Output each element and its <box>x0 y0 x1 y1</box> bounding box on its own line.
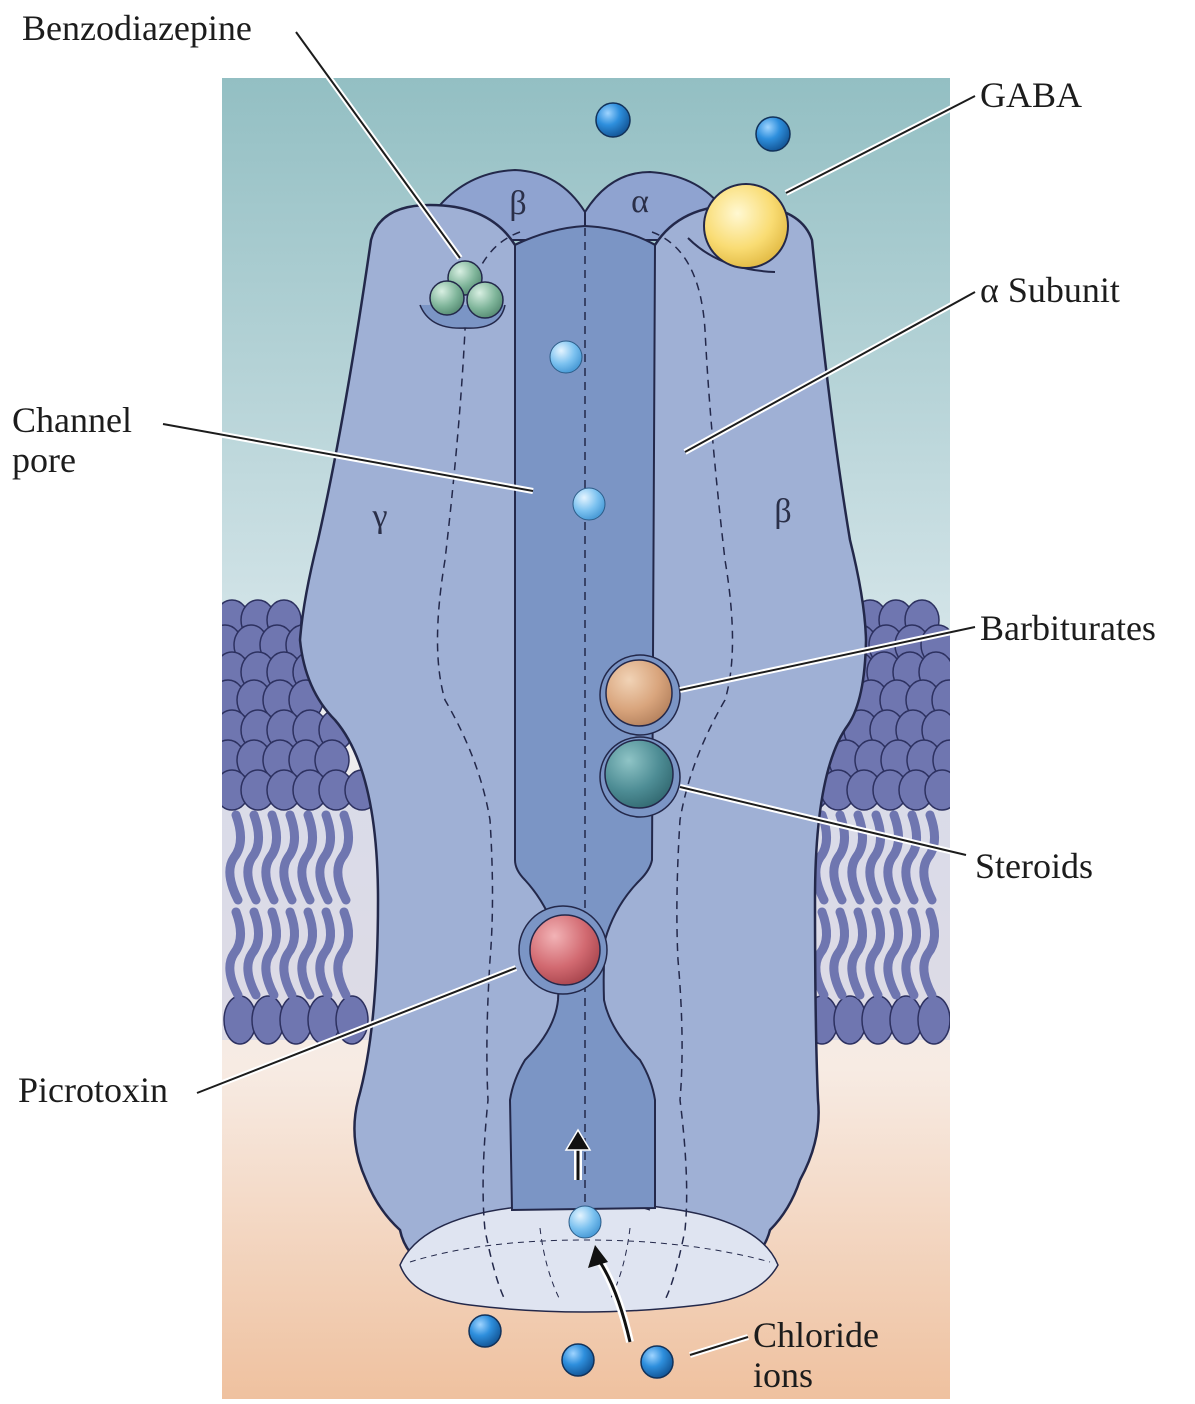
label-benzodiazepine: Benzodiazepine <box>22 8 252 48</box>
lipid-head <box>834 996 866 1044</box>
chloride-ion <box>569 1206 601 1238</box>
label-channel-pore: Channel pore <box>12 400 132 480</box>
subunit-letter-top-alpha: α <box>631 183 649 220</box>
chloride-ion <box>596 103 630 137</box>
lipid-head <box>890 996 922 1044</box>
label-chloride-ions: Chloride ions <box>753 1315 879 1395</box>
label-gaba: GABA <box>980 75 1082 115</box>
subunit-letter-left-gamma: γ <box>371 498 387 535</box>
label-channel-pore-line1: Channel <box>12 400 132 440</box>
chloride-ion <box>469 1315 501 1347</box>
lipid-head <box>280 996 312 1044</box>
lipid-head <box>862 996 894 1044</box>
chloride-ion <box>550 341 582 373</box>
chloride-ion <box>756 117 790 151</box>
steroids-molecule <box>605 740 673 808</box>
label-chloride-ions-line2: ions <box>753 1355 879 1395</box>
lipid-head <box>918 996 950 1044</box>
lipid-head <box>252 996 284 1044</box>
label-picrotoxin: Picrotoxin <box>18 1070 168 1110</box>
label-channel-pore-line2: pore <box>12 440 132 480</box>
label-barbiturates: Barbiturates <box>980 608 1156 648</box>
chloride-ion <box>562 1344 594 1376</box>
lipid-head <box>925 770 959 810</box>
label-alpha-subunit: α Subunit <box>980 270 1120 310</box>
picrotoxin-molecule <box>530 915 600 985</box>
gaba-molecule <box>704 184 788 268</box>
label-chloride-ions-line1: Chloride <box>753 1315 879 1355</box>
lipid-head <box>224 996 256 1044</box>
barbiturates-molecule <box>606 660 672 726</box>
label-steroids: Steroids <box>975 846 1093 886</box>
chloride-ion <box>573 488 605 520</box>
subunit-letter-right-beta: β <box>774 493 791 530</box>
subunit-letter-top-beta: β <box>509 185 526 222</box>
chloride-ion <box>641 1346 673 1378</box>
